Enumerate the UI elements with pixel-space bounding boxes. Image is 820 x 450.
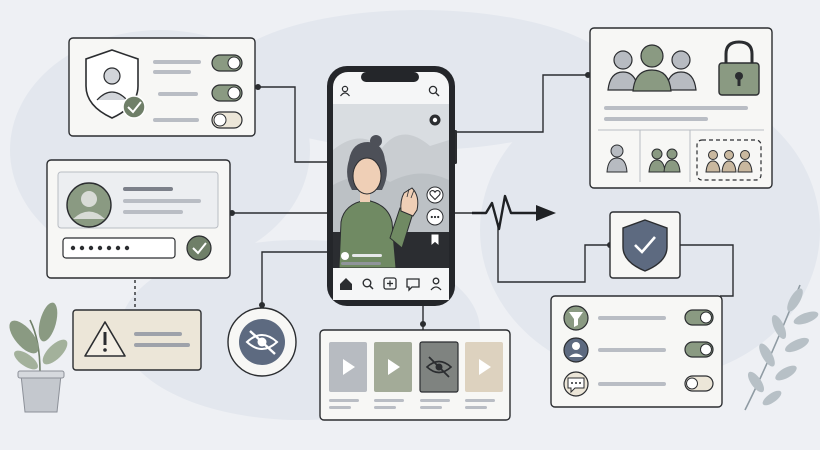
video-feed-screen[interactable]: [333, 104, 449, 269]
toggle-off-icon[interactable]: [684, 375, 714, 392]
phone-bottom-nav: [333, 268, 449, 300]
account-login-panel: [46, 159, 231, 279]
play-icon: [479, 359, 491, 375]
security-shield-box: [609, 211, 681, 279]
privacy-settings-panel: [68, 37, 256, 137]
toggle-on-icon[interactable]: [684, 309, 714, 326]
leaf-branch-icon: [744, 284, 819, 411]
warning-text-bars: [134, 332, 190, 347]
toggle-on-icon[interactable]: [211, 54, 243, 72]
video-actions: [426, 186, 444, 248]
video-caption-overlay: [341, 252, 382, 265]
filter-text-bars: [598, 316, 666, 386]
eye-off-icon: [425, 356, 453, 378]
heartbeat-arrow-icon: [472, 194, 556, 231]
video-thumbnail[interactable]: [465, 342, 503, 392]
filter-icon: [563, 305, 589, 331]
warning-panel: [72, 309, 202, 371]
content-filter-panel: [550, 295, 723, 408]
search-icon[interactable]: [362, 278, 374, 290]
bookmark-icon[interactable]: [430, 233, 440, 248]
plus-icon[interactable]: [383, 277, 397, 290]
phone-top-bar: [340, 85, 440, 97]
profile-icon[interactable]: [340, 85, 350, 97]
profile-text-bars: [123, 187, 201, 214]
plant-icon: [9, 302, 68, 413]
padlock-icon: [718, 40, 760, 96]
audience-text-bars: [604, 106, 748, 121]
home-icon[interactable]: [340, 278, 352, 290]
search-icon[interactable]: [428, 85, 440, 97]
privacy-settings-text-bars: [153, 60, 201, 122]
heart-icon[interactable]: [426, 186, 444, 204]
warning-triangle-icon: [84, 321, 126, 357]
check-circle-icon: [186, 235, 212, 261]
user-avatar-icon: [563, 337, 589, 363]
audience-tier-large-group[interactable]: [696, 139, 762, 181]
eye-off-icon: [227, 307, 297, 377]
play-icon: [343, 359, 355, 375]
video-thumbnail[interactable]: [374, 342, 412, 392]
video-caption-bars: [329, 399, 495, 409]
profile-icon[interactable]: [430, 277, 442, 291]
check-circle-icon: [122, 95, 146, 119]
play-icon: [388, 359, 400, 375]
video-thumbnail-hidden[interactable]: [419, 341, 459, 393]
comment-icon[interactable]: [406, 278, 420, 292]
toggle-on-icon[interactable]: [684, 341, 714, 358]
camera-badge-icon[interactable]: [429, 114, 441, 126]
toggle-on-icon[interactable]: [211, 84, 243, 102]
user-avatar-icon: [66, 182, 112, 228]
password-dots-icon: [70, 245, 130, 251]
audience-privacy-panel: [589, 27, 773, 189]
password-field[interactable]: [62, 237, 176, 259]
video-grid-panel: [319, 329, 511, 421]
audience-tier-group[interactable]: [648, 148, 681, 173]
audience-tier-single[interactable]: [606, 144, 628, 173]
shield-check-icon: [622, 219, 668, 272]
comment-icon: [563, 371, 589, 397]
toggle-off-icon[interactable]: [211, 111, 243, 129]
phone-mockup: [327, 66, 457, 306]
video-thumbnail[interactable]: [329, 342, 367, 392]
group-icon: [607, 44, 697, 92]
person-figure: [338, 135, 419, 269]
comment-icon[interactable]: [426, 208, 444, 226]
